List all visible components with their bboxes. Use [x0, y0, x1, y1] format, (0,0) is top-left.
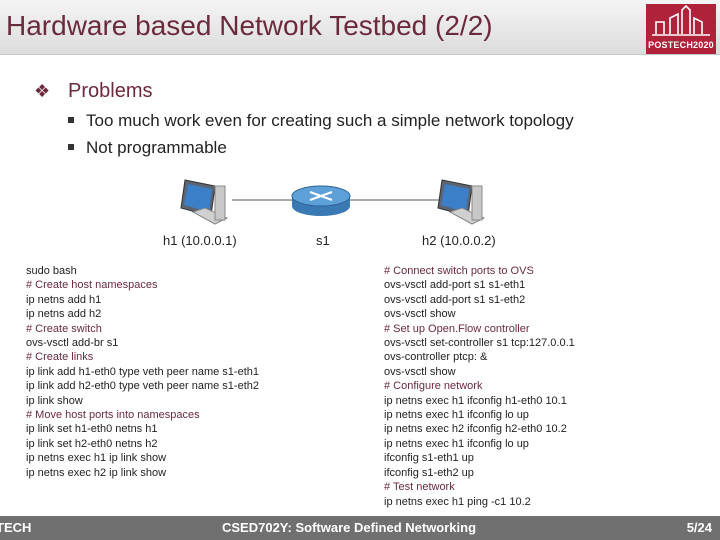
code-command-line: ip netns exec h1 ifconfig lo up [384, 437, 529, 450]
page-number: 5/24 [686, 520, 712, 535]
square-bullet-icon [68, 143, 74, 150]
code-command-line: ovs-vsctl show [384, 365, 456, 378]
h1-label: h1 (10.0.0.1) [163, 233, 237, 248]
code-comment-line: # Configure network [384, 380, 483, 393]
footer-left-text: TECH [0, 520, 32, 535]
code-command-line: ip link set h2-eth0 netns h2 [26, 437, 158, 450]
section-heading: Problems [68, 80, 153, 102]
code-command-line: ip netns add h1 [26, 293, 102, 306]
bullet-text: Too much work even for creating such a s… [86, 111, 574, 130]
router-icon [291, 185, 351, 216]
title-bar: Hardware based Network Testbed (2/2) POS… [0, 0, 720, 55]
postech-logo: POSTECH2020 [646, 4, 716, 54]
code-command-line: ifconfig s1-eth2 up [384, 466, 474, 479]
code-command-line: sudo bash [26, 265, 77, 277]
slide-title: Hardware based Network Testbed (2/2) [6, 10, 493, 41]
code-command-line: ovs-vsctl add-port s1 s1-eth1 [384, 279, 526, 292]
code-command-line: ovs-vsctl add-port s1 s1-eth2 [384, 293, 526, 306]
code-command-line: ip netns exec h1 ping -c1 10.2 [384, 495, 531, 508]
computer-icon [437, 179, 486, 225]
right-command-list: # Connect switch ports to OVS ovs-vsctl a… [384, 264, 575, 509]
code-command-line: ovs-controller ptcp: & [384, 351, 488, 364]
code-command-line: ovs-vsctl show [384, 308, 456, 321]
code-comment-line: # Move host ports into namespaces [26, 409, 200, 422]
s1-label: s1 [316, 233, 330, 248]
code-command-line: ip link add h1-eth0 type veth peer name … [26, 365, 259, 378]
bullet-item: Too much work even for creating such a s… [68, 111, 574, 131]
diamond-bullet-icon: ❖ [34, 81, 51, 101]
code-comment-line: # Set up Open.Flow controller [384, 322, 530, 335]
footer-bar: TECH CSED702Y: Software Defined Networki… [0, 516, 720, 540]
code-command-line: ifconfig s1-eth1 up [384, 452, 474, 465]
code-command-line: ovs-vsctl set-controller s1 tcp:127.0.0.… [384, 337, 575, 350]
h2-label: h2 (10.0.0.2) [422, 233, 496, 248]
square-bullet-icon [68, 116, 74, 123]
code-comment-line: # Connect switch ports to OVS [384, 265, 534, 277]
code-command-line: ovs-vsctl add-br s1 [26, 337, 119, 350]
topology-diagram [180, 179, 486, 225]
code-command-line: ip netns exec h2 ip link show [26, 466, 167, 479]
code-comment-line: # Create links [26, 351, 94, 364]
code-command-line: ip link set h1-eth0 netns h1 [26, 423, 158, 436]
code-comment-line: # Test network [384, 481, 455, 494]
code-command-line: ip netns exec h1 ip link show [26, 452, 167, 465]
code-command-line: ip netns exec h1 ifconfig lo up [384, 409, 529, 422]
code-command-line: ip netns exec h2 ifconfig h2-eth0 10.2 [384, 423, 567, 436]
computer-icon [180, 179, 229, 225]
code-comment-line: # Create host namespaces [26, 279, 158, 292]
code-comment-line: # Create switch [26, 322, 102, 335]
logo-text: POSTECH2020 [648, 40, 714, 50]
code-command-line: ip netns exec h1 ifconfig h1-eth0 10.1 [384, 394, 567, 407]
bullet-text: Not programmable [86, 138, 227, 157]
code-command-line: ip netns add h2 [26, 308, 102, 321]
code-command-line: ip link show [26, 394, 83, 407]
code-command-line: ip link add h2-eth0 type veth peer name … [26, 380, 259, 393]
course-title: CSED702Y: Software Defined Networking [222, 520, 477, 535]
bullet-item: Not programmable [68, 138, 227, 158]
